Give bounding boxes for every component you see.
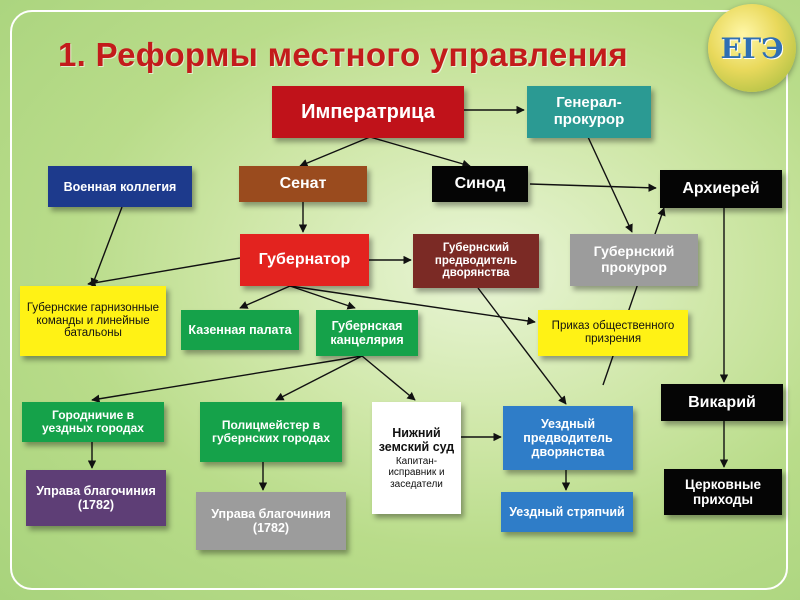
deanery-board-2-label: Управа благочиния (1782) — [211, 507, 331, 535]
slide-frame — [10, 10, 788, 590]
lower-zemsky-court-label: Нижний земский суд — [378, 426, 455, 455]
deanery-board-2-box: Управа благочиния (1782) — [196, 492, 346, 550]
vicar-label: Викарий — [688, 393, 756, 411]
vicar-box: Викарий — [661, 384, 783, 421]
deanery-board-1-label: Управа благочиния — [36, 484, 156, 498]
town-governors-box: Городничие в уездных городах — [22, 402, 164, 442]
gubernia-marshal-label: Губернский предводитель дворянства — [434, 241, 518, 280]
garrison-teams-box: Губернские гарнизонные команды и линейны… — [20, 286, 166, 356]
general-prosecutor-box: Генерал-прокурор — [527, 86, 651, 138]
district-marshal-box: Уездный предводитель дворянства — [503, 406, 633, 470]
arrow-chancellery-court — [361, 355, 416, 401]
archbishop-label: Архиерей — [682, 180, 760, 198]
military-collegium-box: Военная коллегия — [48, 166, 192, 207]
arrow-governor-charity — [289, 285, 536, 326]
empress-box: Императрица — [272, 86, 464, 138]
archbishop-box: Архиерей — [660, 170, 782, 208]
garrison-teams-label: Губернские гарнизонные команды и линейны… — [26, 301, 160, 340]
arrow-empress-synod — [369, 136, 471, 168]
church-parishes-box: Церковные приходы — [664, 469, 782, 515]
district-attorney-box: Уездный стряпчий — [501, 492, 633, 532]
arrow-chancellery-town — [91, 355, 363, 403]
police-masters-label: Полицмейстер в губернских городах — [211, 417, 331, 445]
church-parishes-label: Церковные приходы — [684, 476, 762, 507]
arrow-chancellery-police — [275, 355, 363, 401]
arrow-governor-garrison — [87, 257, 241, 287]
arrow-military-garrison — [90, 206, 123, 287]
town-governors-label: Городничие в уездных городах — [42, 407, 144, 435]
lower-zemsky-court-box: Нижний земский суд Капитан-исправник и з… — [372, 402, 461, 514]
synod-box: Синод — [432, 166, 528, 202]
gubernia-chancellery-box: Губернская канцелярия — [316, 310, 418, 356]
arrow-marshal-district — [477, 287, 567, 405]
treasury-chamber-box: Казенная палата — [181, 310, 299, 350]
public-charity-label: Приказ общественного призрения — [551, 320, 675, 345]
lower-zemsky-court-sub: Капитан-исправник и заседатели — [388, 456, 445, 490]
arrow-governor-treasury — [239, 285, 291, 309]
deanery-board-1-box: Управа благочиния (1782) — [26, 470, 166, 526]
gubernia-marshal-box: Губернский предводитель дворянства — [413, 234, 539, 288]
arrow-governor-chancellery — [289, 285, 356, 310]
gubernia-prosecutor-box: Губернский прокурор — [570, 234, 698, 286]
treasury-chamber-label: Казенная палата — [188, 323, 292, 337]
logo-text: ЕГЭ — [720, 31, 784, 65]
district-attorney-label: Уездный стряпчий — [509, 505, 625, 519]
military-collegium-label: Военная коллегия — [63, 179, 177, 194]
public-charity-box: Приказ общественного призрения — [538, 310, 688, 356]
senate-label: Сенат — [279, 175, 327, 193]
synod-label: Синод — [454, 175, 506, 193]
gubernia-chancellery-label: Губернская канцелярия — [330, 319, 404, 347]
senate-box: Сенат — [239, 166, 367, 202]
page-title: 1. Реформы местного управления — [58, 36, 628, 73]
arrow-empress-senate — [299, 136, 371, 167]
general-prosecutor-label: Генерал-прокурор — [553, 94, 625, 128]
ege-logo: ЕГЭ — [708, 4, 796, 92]
governor-label: Губернатор — [258, 251, 351, 269]
district-marshal-label: Уездный предводитель дворянства — [523, 417, 613, 459]
arrow-synod-archbishop — [529, 183, 657, 192]
gubernia-prosecutor-label: Губернский прокурор — [593, 243, 675, 275]
deanery-board-1-year: (1782) — [77, 498, 115, 512]
governor-box: Губернатор — [240, 234, 369, 286]
empress-label: Императрица — [301, 100, 435, 123]
arrow-prosecutor-gub-prosecutor — [587, 136, 633, 233]
police-masters-box: Полицмейстер в губернских городах — [200, 402, 342, 462]
